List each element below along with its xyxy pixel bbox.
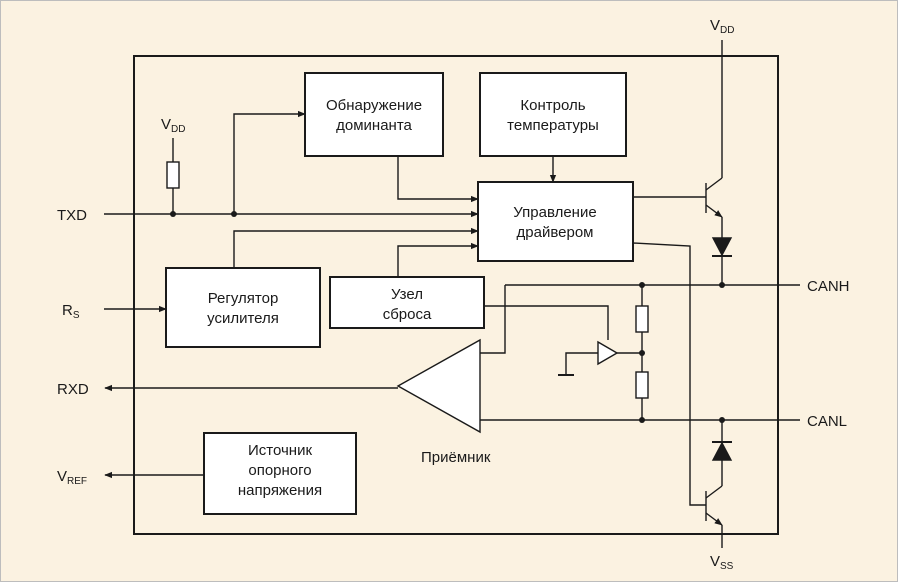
block-dominant-detect: Обнаружение доминанта [304,72,444,157]
block-reset-node-line2: сброса [383,306,432,323]
block-reset-node-line1: Узел [391,286,423,303]
divider-resistor-bottom [635,371,649,399]
diode-canl [711,441,733,461]
block-ref-source-line1: Источник [248,442,312,459]
junction-dot [639,350,645,356]
pin-label-vdd-pullup: VDD [161,116,185,135]
pin-label-canh: CANH [807,278,850,295]
block-amp-regulator-line2: усилителя [207,310,279,327]
block-dominant-detect-line2: доминанта [336,117,412,134]
junction-dot [719,417,725,423]
pin-label-rxd: RXD [57,381,89,398]
junction-dot [231,211,237,217]
junction-dot [639,417,645,423]
pin-label-rs: RS [62,302,80,321]
pin-label-vref: VREF [57,468,87,487]
wire-reset-to-driver [397,242,479,277]
buffer-amplifier [597,340,619,366]
block-reset-node: Узел сброса [329,276,485,329]
block-amp-regulator: Регулятор усилителя [165,267,321,348]
block-driver-control-line1: Управление [513,204,596,221]
wire-reset-to-buffer [484,305,609,340]
wire-regulator-to-driver [233,227,479,268]
receiver-label: Приёмник [421,449,491,466]
block-temp-control-line2: температуры [507,117,599,134]
block-driver-control: Управление драйвером [477,181,634,262]
wire-buffer-to-ground [565,352,598,375]
block-ref-source: Источник опорного напряжения [203,432,357,515]
block-temp-control: Контроль температуры [479,72,627,157]
npn-bottom-collector [705,485,723,499]
pin-label-txd: TXD [57,207,87,224]
block-temp-control-line1: Контроль [520,97,585,114]
junction-dot [719,282,725,288]
receiver-amplifier [396,338,481,434]
pin-label-canl: CANL [807,413,847,430]
block-dominant-detect-line1: Обнаружение [326,97,422,114]
diode-canh [711,237,733,257]
wire-dominant-to-driver [397,156,479,203]
block-driver-control-line2: драйвером [517,224,594,241]
npn-top-collector [705,177,723,191]
pin-label-vss: VSS [710,553,734,572]
junction-dot [170,211,176,217]
npn-top-emitter [705,204,723,218]
block-amp-regulator-line1: Регулятор [208,290,279,307]
divider-resistor-top [635,305,649,333]
wire-driver-to-pnp [632,242,706,506]
chip-outline [133,55,779,535]
npn-bottom-emitter [705,512,723,526]
wire-txd-to-dominant [233,110,306,214]
wire-canh-to-receiver [480,285,506,354]
pin-label-vdd-top: VDD [710,17,734,36]
junction-dot [639,282,645,288]
block-ref-source-line2: опорного [248,462,311,479]
pullup-resistor [166,161,180,189]
block-ref-source-line3: напряжения [238,482,322,499]
